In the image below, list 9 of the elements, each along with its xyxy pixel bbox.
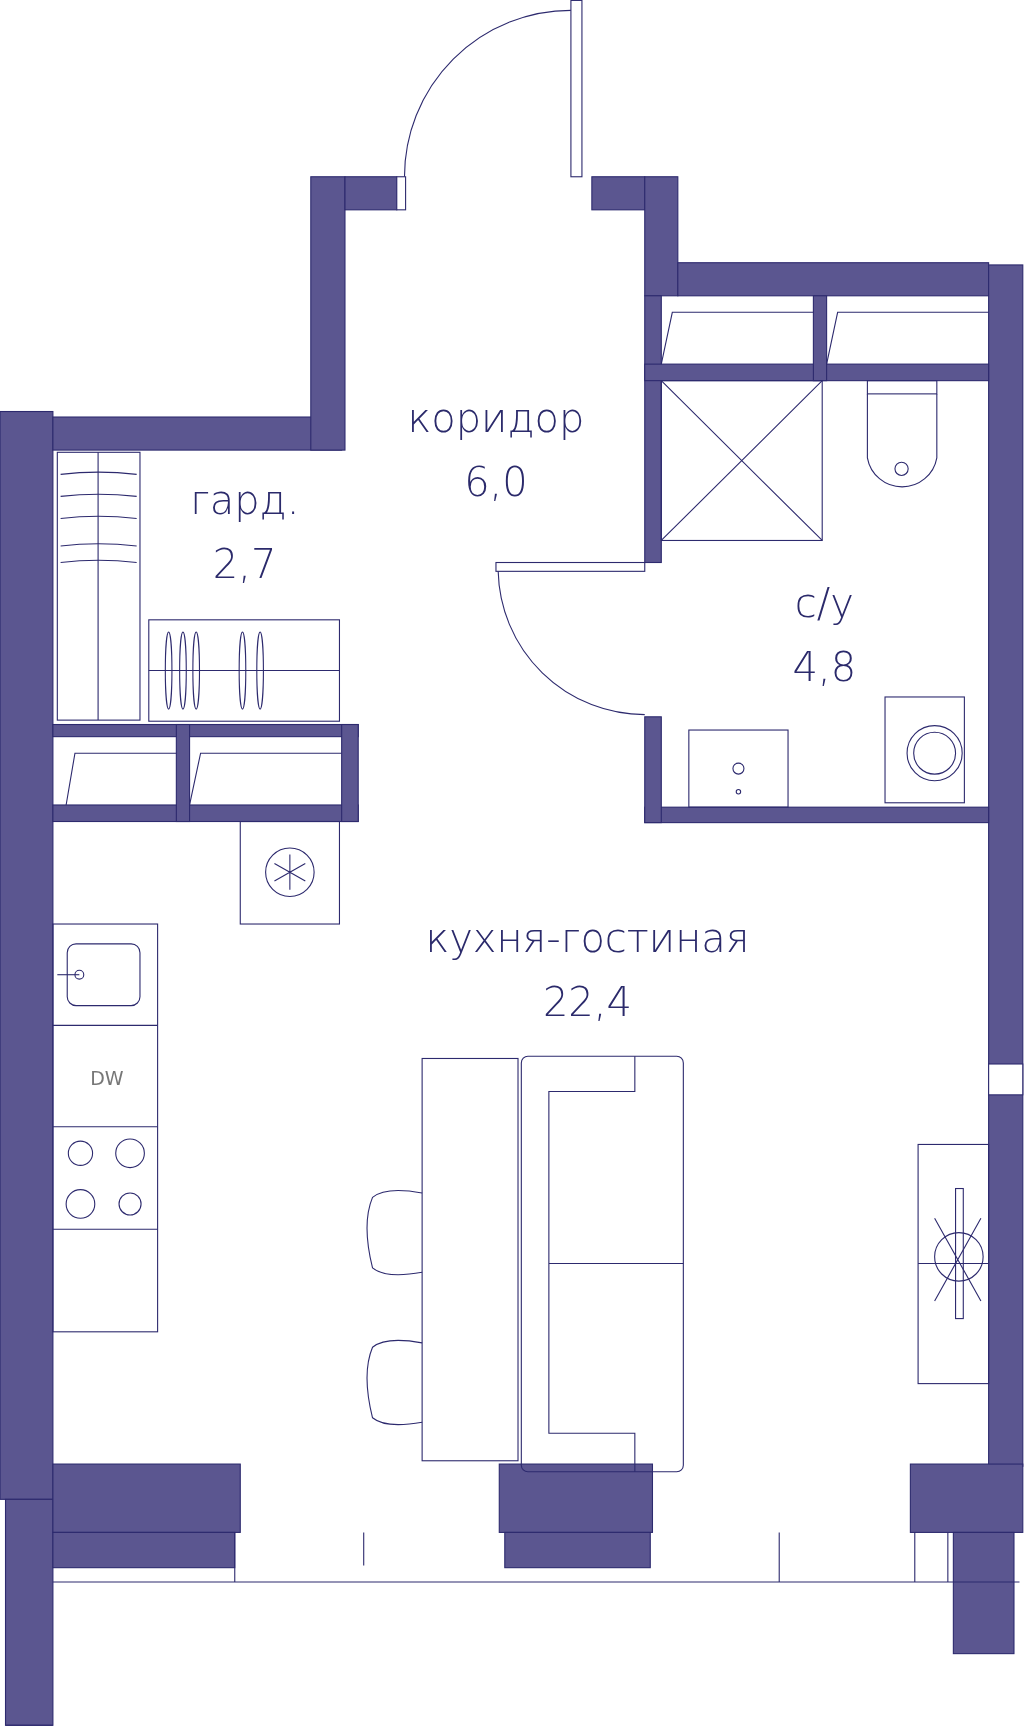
room-area: 6,0 <box>464 449 528 514</box>
room-area: 2,7 <box>212 532 277 597</box>
room-area: 4,8 <box>792 634 857 699</box>
appliance-label: DW <box>90 1066 124 1089</box>
room-name: кухня-гостиная <box>425 913 750 963</box>
room-name: с/у <box>794 578 854 628</box>
room-name: коридор <box>407 393 585 443</box>
room-area: 22,4 <box>542 969 632 1034</box>
room-name: гард. <box>190 476 300 526</box>
